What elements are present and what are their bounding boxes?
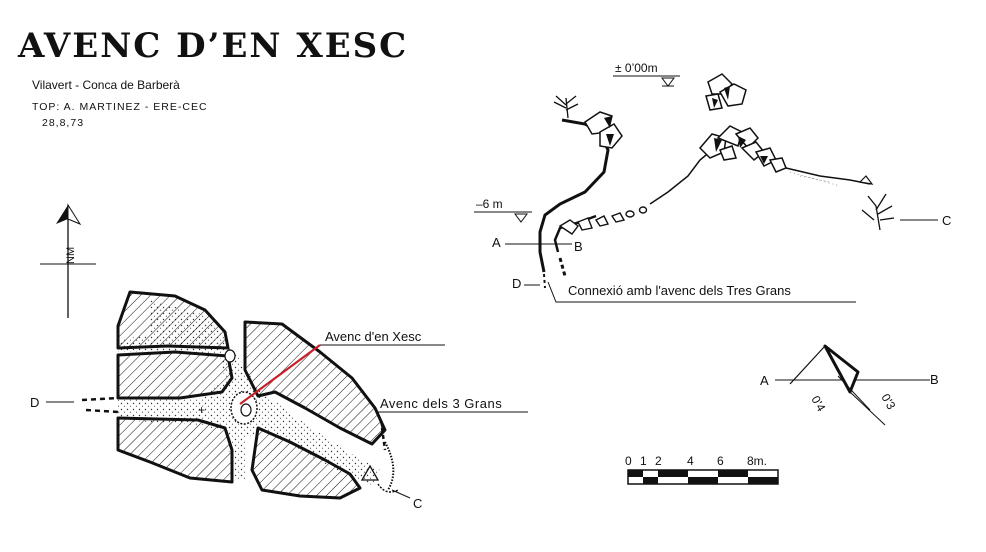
avenc-xesc-label: Avenc d'en Xesc — [325, 329, 422, 344]
scale-tick-4: 4 — [687, 454, 694, 468]
north-arrow-label: NM — [65, 247, 77, 264]
plan-point-c: C — [413, 496, 422, 511]
section-point-b: B — [574, 239, 583, 254]
section-point-c: C — [942, 213, 951, 228]
depth-6-label: –6 m — [476, 197, 503, 211]
section-view: ± 0’00m –6 m A B D Connexió amb l'avenc … — [474, 61, 951, 303]
section-point-a: A — [492, 235, 501, 250]
connection-label: Connexió amb l'avenc dels Tres Grans — [568, 283, 791, 298]
datum-label: ± 0’00m — [615, 61, 658, 75]
plan-point-d: D — [30, 395, 39, 410]
cross-point-b: B — [930, 372, 939, 387]
location-label: Vilavert - Conca de Barberà — [32, 78, 180, 92]
cross-section: A B 0'4 0'3 — [760, 344, 939, 426]
north-arrow-icon: NM — [40, 203, 96, 318]
avenc-3-grans-label: Avenc dels 3 Grans — [380, 396, 502, 411]
cross-point-a: A — [760, 373, 769, 388]
cross-width-2: 0'3 — [878, 391, 898, 412]
cross-width-1: 0'4 — [808, 393, 828, 414]
scale-bar: 0 1 2 4 6 8m. — [625, 454, 779, 485]
section-point-d: D — [512, 276, 521, 291]
scale-tick-1: 1 — [640, 454, 647, 468]
plan-cross-mark: + — [198, 403, 205, 417]
scale-tick-0: 0 — [625, 454, 632, 468]
survey-date: 28,8,73 — [42, 117, 85, 129]
scale-tick-8: 8m. — [747, 454, 767, 468]
cave-title: AVENC D’EN XESC — [18, 26, 409, 66]
scale-tick-6: 6 — [717, 454, 724, 468]
plan-view: + D C Avenc d'en Xesc Avenc dels 3 Grans — [30, 290, 528, 511]
scale-tick-2: 2 — [655, 454, 662, 468]
topography-credit: TOP: A. MARTINEZ - ERE-CEC — [32, 101, 208, 113]
